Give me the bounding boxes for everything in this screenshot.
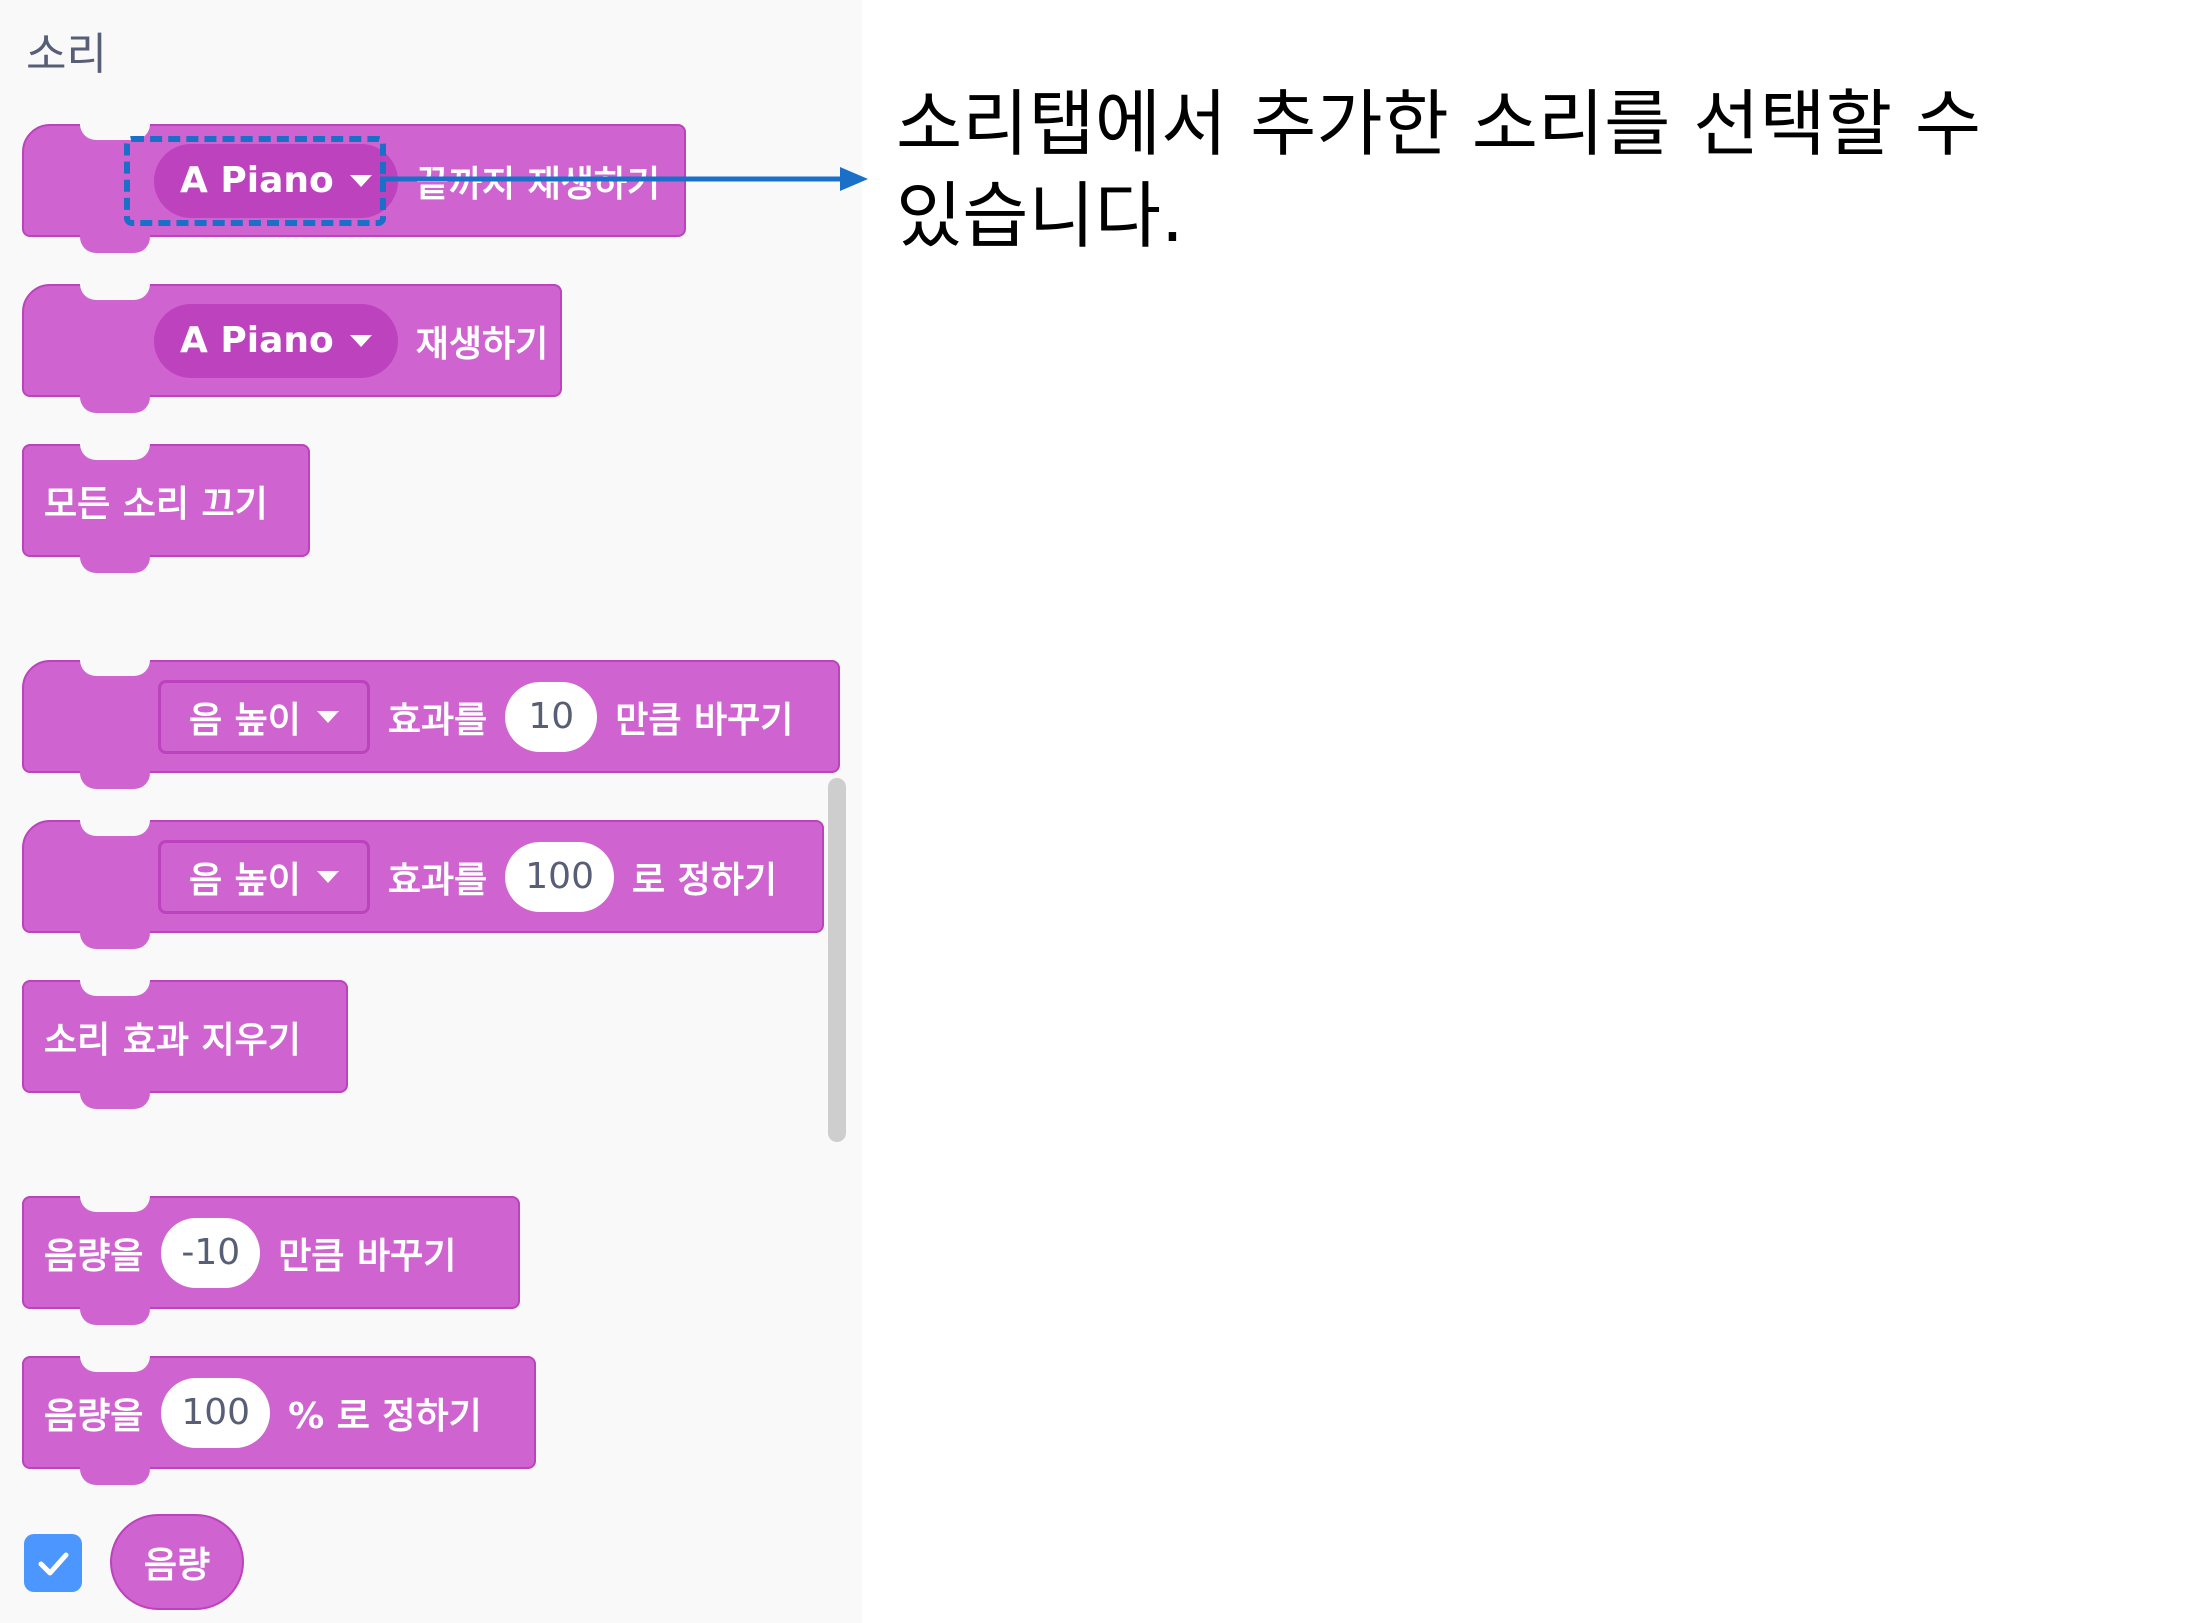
change-effect-end-label: 만큼 바꾸기 bbox=[615, 699, 794, 741]
sound-dropdown-value: A Piano bbox=[180, 320, 334, 361]
blocks-palette: 소리 A Piano 끝까지 재생하기 A Piano 재생하기 모든 소리 끄… bbox=[0, 0, 862, 1623]
set-volume-start-label: 음량을 bbox=[44, 1395, 144, 1437]
block-notch bbox=[80, 1196, 150, 1212]
effect-dropdown-value: 음 높이 bbox=[189, 699, 301, 741]
checkmark-icon bbox=[38, 1552, 69, 1576]
block-notch bbox=[80, 284, 150, 300]
effect-value-input[interactable]: 100 bbox=[505, 841, 614, 912]
block-tab bbox=[80, 1467, 150, 1485]
effect-dropdown[interactable]: 음 높이 bbox=[158, 679, 370, 754]
arrow-right-icon bbox=[380, 167, 868, 191]
block-tab bbox=[80, 395, 150, 413]
change-volume-block[interactable]: 음량을 -10 만큼 바꾸기 bbox=[22, 1196, 520, 1325]
set-effect-block[interactable]: 음 높이 효과를 100 로 정하기 bbox=[22, 820, 824, 949]
change-effect-mid-label: 효과를 bbox=[387, 699, 488, 741]
annotation-line-2: 있습니다. bbox=[896, 174, 1184, 258]
volume-monitor-checkbox[interactable] bbox=[24, 1534, 82, 1592]
caret-down-icon bbox=[316, 870, 339, 883]
block-tab bbox=[80, 235, 150, 253]
set-volume-block[interactable]: 음량을 100 % 로 정하기 bbox=[22, 1356, 536, 1485]
effect-dropdown[interactable]: 음 높이 bbox=[158, 839, 370, 914]
caret-down-icon bbox=[349, 334, 372, 347]
sound-dropdown[interactable]: A Piano bbox=[154, 143, 398, 218]
volume-amount-input[interactable]: -10 bbox=[161, 1217, 261, 1288]
caret-down-icon bbox=[349, 174, 372, 187]
change-volume-end-label: 만큼 바꾸기 bbox=[278, 1235, 457, 1277]
clear-sound-effects-block[interactable]: 소리 효과 지우기 bbox=[22, 980, 348, 1109]
block-notch bbox=[80, 820, 150, 836]
sound-dropdown-value: A Piano bbox=[180, 160, 334, 201]
block-notch bbox=[80, 444, 150, 460]
caret-down-icon bbox=[316, 710, 339, 723]
sound-dropdown[interactable]: A Piano bbox=[154, 303, 398, 378]
annotation-line-1: 소리탭에서 추가한 소리를 선택할 수 bbox=[896, 82, 1982, 166]
set-volume-end-label: % 로 정하기 bbox=[288, 1395, 482, 1437]
effect-amount-input[interactable]: 10 bbox=[505, 681, 598, 752]
change-volume-start-label: 음량을 bbox=[44, 1235, 144, 1277]
palette-scrollbar[interactable] bbox=[828, 778, 846, 1142]
block-tab bbox=[80, 771, 150, 789]
play-until-done-label: 끝까지 재생하기 bbox=[415, 163, 661, 205]
start-sound-block[interactable]: A Piano 재생하기 bbox=[22, 284, 562, 413]
set-effect-mid-label: 효과를 bbox=[387, 859, 488, 901]
change-effect-block[interactable]: 음 높이 효과를 10 만큼 바꾸기 bbox=[22, 660, 840, 789]
stop-all-sounds-label: 모든 소리 끄기 bbox=[44, 483, 268, 525]
stop-all-sounds-block[interactable]: 모든 소리 끄기 bbox=[22, 444, 310, 573]
effect-dropdown-value: 음 높이 bbox=[189, 859, 301, 901]
volume-value-input[interactable]: 100 bbox=[161, 1377, 271, 1448]
block-tab bbox=[80, 1091, 150, 1109]
volume-reporter-label: 음량 bbox=[143, 1545, 211, 1586]
block-notch bbox=[80, 1356, 150, 1372]
block-tab bbox=[80, 555, 150, 573]
block-tab bbox=[80, 931, 150, 949]
block-notch bbox=[80, 660, 150, 676]
set-effect-end-label: 로 정하기 bbox=[632, 859, 778, 901]
block-tab bbox=[80, 1307, 150, 1325]
start-sound-label: 재생하기 bbox=[415, 323, 549, 365]
volume-reporter-block[interactable]: 음량 bbox=[110, 1514, 244, 1610]
category-title-sound: 소리 bbox=[26, 29, 107, 80]
sound-dropdown-highlight bbox=[124, 136, 386, 226]
clear-effects-label: 소리 효과 지우기 bbox=[44, 1019, 301, 1061]
annotation-text: 소리탭에서 추가한 소리를 선택할 수 있습니다. bbox=[896, 78, 1996, 262]
block-notch bbox=[80, 980, 150, 996]
